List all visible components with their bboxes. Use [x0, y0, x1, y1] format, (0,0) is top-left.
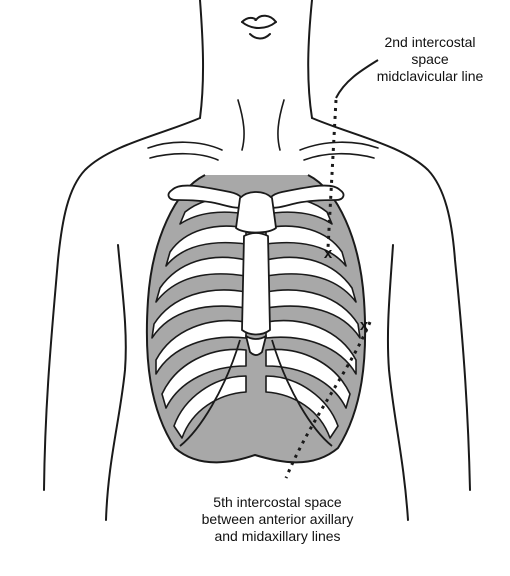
label-2nd-intercostal: 2nd intercostal space midclavicular line [355, 34, 505, 85]
mouth [242, 16, 276, 39]
marker-upper: x [324, 245, 333, 262]
label-bottom-line-1: 5th intercostal space [160, 494, 395, 511]
label-top-line-3: midclavicular line [355, 68, 505, 85]
label-bottom-line-3: and midaxillary lines [160, 528, 395, 545]
label-bottom-line-2: between anterior axillary [160, 511, 395, 528]
label-5th-intercostal: 5th intercostal space between anterior a… [160, 494, 395, 545]
marker-lower: x [360, 317, 369, 334]
neck-lines [238, 100, 284, 150]
label-top-line-2: space [355, 51, 505, 68]
label-top-line-1: 2nd intercostal [355, 34, 505, 51]
clavicle-lines [148, 142, 378, 160]
